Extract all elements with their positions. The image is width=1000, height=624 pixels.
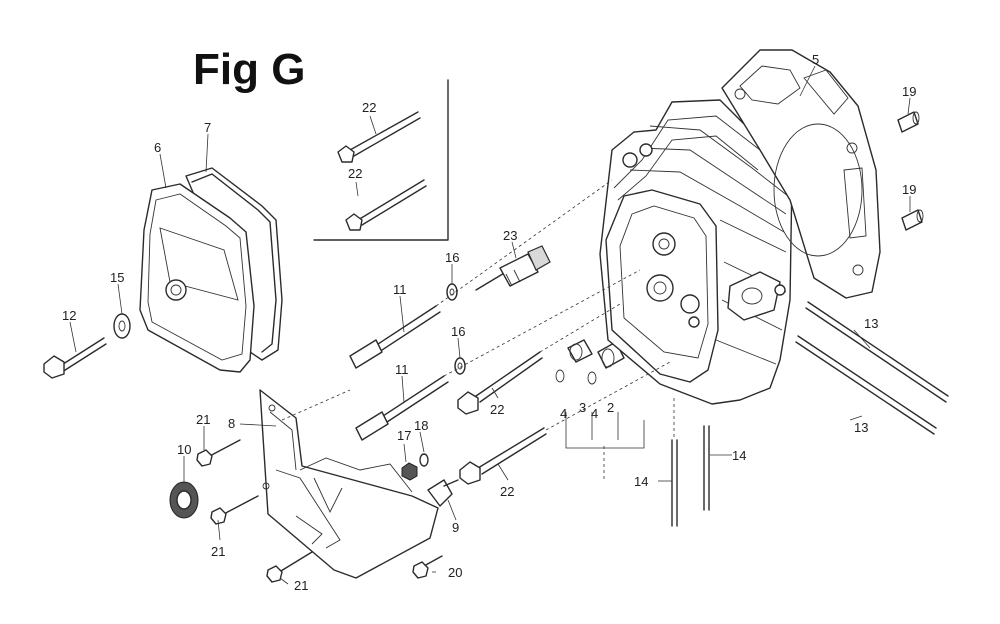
part-3-valve-guide bbox=[567, 339, 593, 363]
part-13-stud-lower bbox=[795, 335, 937, 435]
callout-21-c: 21 bbox=[294, 578, 308, 593]
bracket-callout-2-3-4 bbox=[565, 412, 645, 449]
cylinder-head bbox=[599, 99, 793, 405]
callout-11-lower: 11 bbox=[395, 362, 409, 377]
part-22-bolt-upper bbox=[337, 111, 421, 163]
part-4-clip-b bbox=[587, 371, 597, 385]
callout-13-lower: 13 bbox=[854, 420, 868, 435]
figure-title: Fig G bbox=[193, 45, 306, 94]
part-5-head-gasket bbox=[721, 49, 881, 299]
part-14-stud-right bbox=[703, 425, 710, 511]
part-19-dowel-lower bbox=[901, 209, 924, 231]
callout-19-upper: 19 bbox=[902, 84, 916, 99]
part-15-washer bbox=[113, 313, 131, 339]
callout-7: 7 bbox=[204, 120, 211, 135]
callout-16-upper: 16 bbox=[445, 250, 459, 265]
assembly-guide-lines bbox=[281, 179, 675, 480]
callout-15: 15 bbox=[110, 270, 124, 285]
part-20-bolt bbox=[412, 555, 443, 579]
callout-2: 2 bbox=[607, 400, 614, 415]
callout-5: 5 bbox=[812, 52, 819, 67]
part-14-stud-left bbox=[671, 439, 678, 527]
part-16-washer-lower bbox=[454, 357, 466, 375]
part-13-stud-upper bbox=[805, 301, 949, 403]
callout-22-inset-upper: 22 bbox=[362, 100, 376, 115]
callout-9: 9 bbox=[452, 520, 459, 535]
part-22-bolt-middle bbox=[457, 351, 543, 415]
callout-18: 18 bbox=[414, 418, 428, 433]
part-23-spark-plug bbox=[475, 245, 551, 291]
part-17-nut bbox=[401, 462, 418, 481]
callout-22-middle: 22 bbox=[490, 402, 504, 417]
callout-6: 6 bbox=[154, 140, 161, 155]
part-11-stud-lower bbox=[355, 375, 449, 441]
part-9-clip bbox=[427, 479, 459, 507]
part-21-bolt-b bbox=[210, 495, 259, 525]
callout-13-upper: 13 bbox=[864, 316, 878, 331]
callout-16-lower: 16 bbox=[451, 324, 465, 339]
inset-box-frame bbox=[313, 79, 449, 241]
part-21-bolt-c bbox=[266, 551, 313, 583]
callout-14-right: 14 bbox=[732, 448, 746, 463]
part-4-clip-a bbox=[555, 369, 565, 383]
callout-22-bottom: 22 bbox=[500, 484, 514, 499]
part-10-nut bbox=[169, 481, 199, 519]
callout-22-inset-lower: 22 bbox=[348, 166, 362, 181]
part-21-bolt-a bbox=[196, 439, 241, 467]
callout-17: 17 bbox=[397, 428, 411, 443]
part-18-washer bbox=[419, 453, 429, 467]
leader-lines bbox=[69, 65, 911, 585]
part-19-dowel-upper bbox=[897, 111, 920, 133]
part-6-head-cover bbox=[139, 183, 255, 373]
callout-23: 23 bbox=[503, 228, 517, 243]
callout-20: 20 bbox=[448, 565, 462, 580]
part-22-bolt-lower bbox=[345, 179, 427, 231]
callout-21-a: 21 bbox=[196, 412, 210, 427]
callout-4-b: 4 bbox=[591, 406, 598, 421]
callout-14-left: 14 bbox=[634, 474, 648, 489]
part-8-bracket bbox=[259, 389, 439, 579]
part-22-bolt-bottom bbox=[459, 427, 547, 485]
callout-21-b: 21 bbox=[211, 544, 225, 559]
callout-11-upper: 11 bbox=[393, 282, 407, 297]
callout-8: 8 bbox=[228, 416, 235, 431]
callout-19-lower: 19 bbox=[902, 182, 916, 197]
part-12-bolt bbox=[43, 337, 107, 379]
callout-10: 10 bbox=[177, 442, 191, 457]
callout-12: 12 bbox=[62, 308, 76, 323]
callout-3: 3 bbox=[579, 400, 586, 415]
callout-labels: 5 6 7 8 9 10 11 11 12 13 13 14 14 15 16 … bbox=[62, 52, 916, 593]
callout-4-a: 4 bbox=[560, 406, 567, 421]
part-11-stud-upper bbox=[349, 305, 441, 369]
